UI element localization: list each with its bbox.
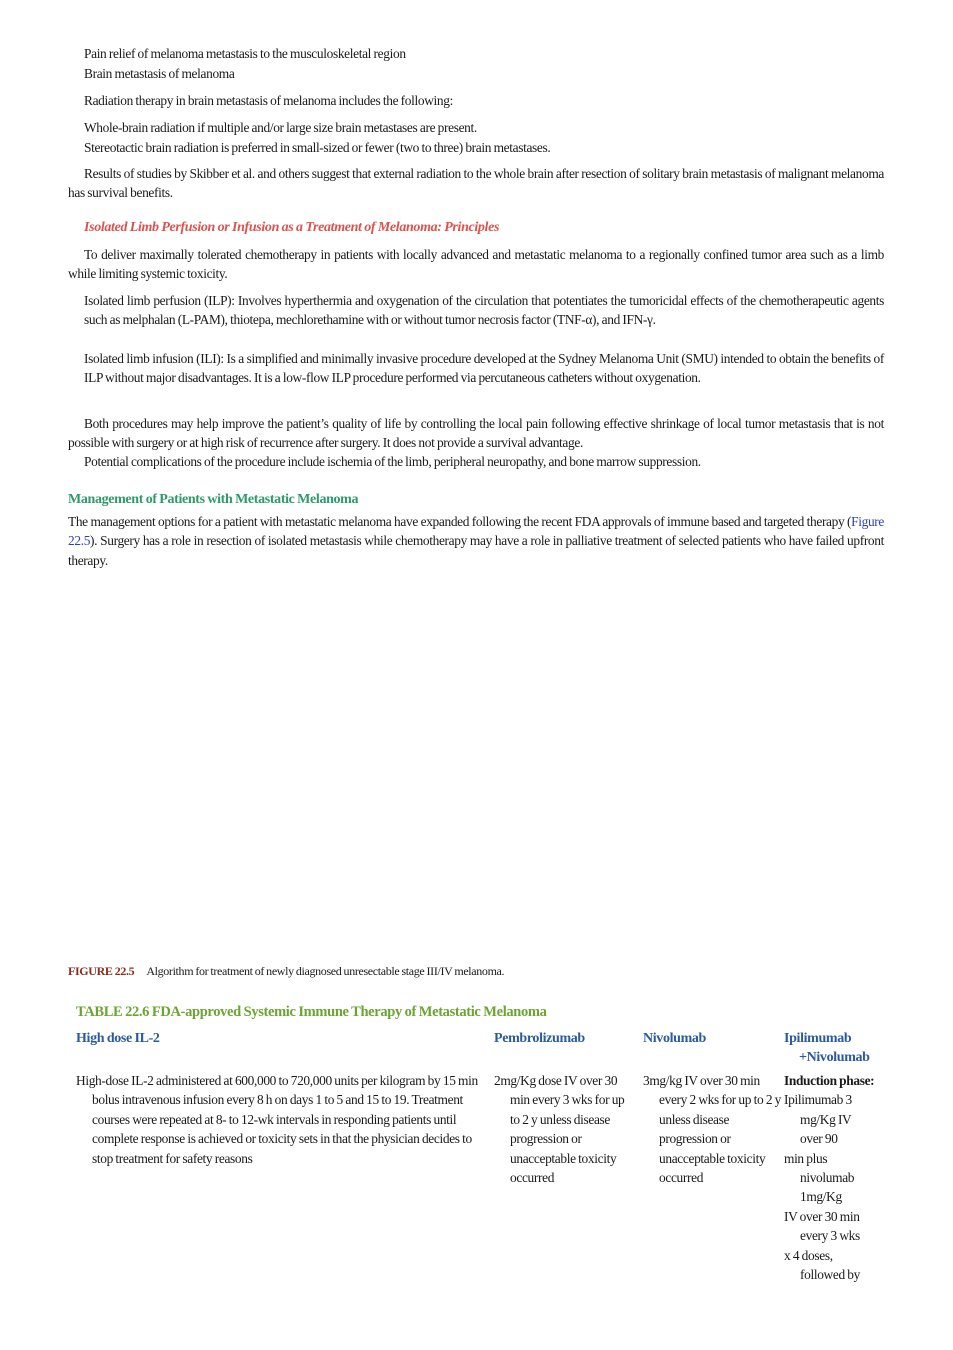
ipi-nivo-line: min plus [784, 1150, 828, 1166]
radiation-item-whole-brain: Whole-brain radiation if multiple and/or… [84, 120, 477, 135]
ilp-item-perfusion: Isolated limb perfusion (ILP): Involves … [84, 293, 884, 328]
ipi-nivo-line: over 90 [800, 1131, 838, 1147]
figure-label: FIGURE 22.5 [68, 964, 135, 978]
ipi-nivo-line: mg/Kg IV [800, 1111, 852, 1127]
management-paragraph: The management options for a patient wit… [68, 512, 884, 570]
table-header-il2: High dose IL-2 [76, 1031, 160, 1046]
table-header-pembrolizumab: Pembrolizumab [494, 1031, 585, 1046]
table-cell-il2: High-dose IL-2 administered at 600,000 t… [76, 1071, 488, 1168]
complications-paragraph: Potential complications of the procedure… [84, 454, 701, 469]
ipi-nivo-line: followed by [800, 1267, 860, 1283]
table-cell-pembrolizumab: 2mg/Kg dose IV over 30 min every 3 wks f… [494, 1071, 634, 1187]
table-header-ipi-nivo: Ipilimumab +Nivolumab [784, 1031, 870, 1065]
table-cell-nivolumab-text: 3mg/kg IV over 30 min every 2 wks for up… [643, 1073, 782, 1186]
radiation-intro: Radiation therapy in brain metastasis of… [84, 93, 453, 108]
ipi-nivo-line: nivolumab [800, 1170, 855, 1186]
management-text-after: ). Surgery has a role in resection of is… [68, 533, 884, 568]
ilp-heading: Isolated Limb Perfusion or Infusion as a… [84, 220, 500, 235]
procedures-paragraph: Both procedures may help improve the pat… [68, 416, 884, 451]
table-title: TABLE 22.6 FDA-approved Systemic Immune … [76, 1004, 547, 1020]
table-header-nivolumab: Nivolumab [643, 1031, 706, 1046]
table-cell-pembrolizumab-text: 2mg/Kg dose IV over 30 min every 3 wks f… [494, 1073, 625, 1186]
management-text-before: The management options for a patient wit… [68, 514, 852, 529]
ilp-item-infusion: Isolated limb infusion (ILI): Is a simpl… [84, 351, 884, 386]
table-cell-ipi-nivo: Induction phase: Ipilimumab 3 mg/Kg IV o… [784, 1071, 884, 1284]
ipi-nivo-line: every 3 wks [800, 1228, 860, 1244]
table-cell-ipi-nivo-label: Induction phase: [784, 1073, 875, 1088]
figure-caption: FIGURE 22.5 Algorithm for treatment of ne… [68, 961, 505, 981]
ipi-nivo-line: IV over 30 min [784, 1208, 860, 1224]
management-heading: Management of Patients with Metastatic M… [68, 492, 359, 507]
figure-caption-text: Algorithm for treatment of newly diagnos… [146, 964, 505, 978]
radiation-item-stereotactic: Stereotactic brain radiation is preferre… [84, 140, 551, 155]
ipi-nivo-line: Ipilimumab 3 [784, 1092, 852, 1108]
intro-line-pain-relief: Pain relief of melanoma metastasis to th… [84, 46, 406, 61]
table-cell-nivolumab: 3mg/kg IV over 30 min every 2 wks for up… [643, 1071, 781, 1187]
ipi-nivo-line: 1mg/Kg [800, 1189, 842, 1205]
figure-22-5-link[interactable]: Figure 22.5 [68, 514, 884, 549]
table-cell-il2-text: High-dose IL-2 administered at 600,000 t… [76, 1073, 478, 1166]
intro-line-brain-metastasis: Brain metastasis of melanoma [84, 66, 235, 81]
ilp-paragraph: To deliver maximally tolerated chemother… [68, 247, 884, 282]
studies-paragraph: Results of studies by Skibber et al. and… [68, 166, 884, 201]
ipi-nivo-line: x 4 doses, [784, 1247, 833, 1263]
